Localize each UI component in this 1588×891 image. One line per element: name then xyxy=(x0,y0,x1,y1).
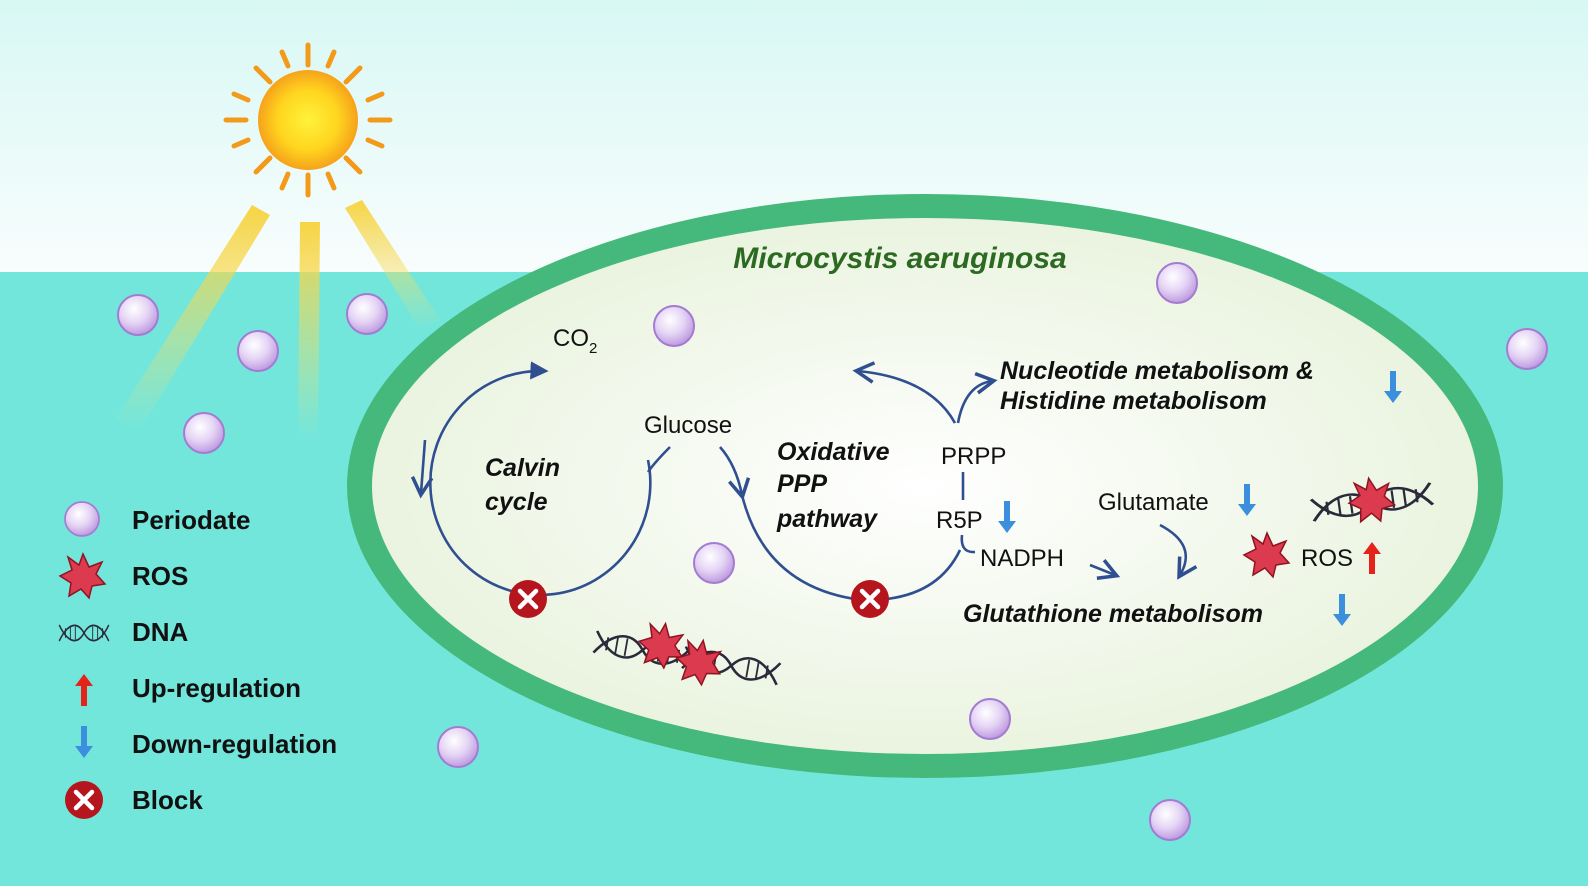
periodate-particle xyxy=(117,294,159,336)
periodate-particle xyxy=(237,330,279,372)
nucleotide-metabolism-label-line2: Histidine metabolisom xyxy=(1000,387,1267,415)
cell xyxy=(347,194,1503,778)
calvin-cycle-arrow-left xyxy=(410,439,434,499)
periodate-particle xyxy=(653,305,695,347)
periodate-particle xyxy=(1506,328,1548,370)
prpp-back-arrow xyxy=(852,361,957,424)
glutamate-label: Glutamate xyxy=(1098,489,1209,516)
periodate-particle xyxy=(346,293,388,335)
calvin-cycle-label-line2: cycle xyxy=(485,488,548,516)
glucose-to-ppp-arrow xyxy=(719,446,751,501)
glucose-to-calvin-arrow xyxy=(646,446,671,473)
cell-cytoplasm xyxy=(372,218,1478,754)
oxppp-label-line3: pathway xyxy=(776,505,878,533)
legend-periodate-icon xyxy=(64,501,100,537)
sunlight-beams xyxy=(115,200,440,440)
cell-title: Microcystis aeruginosa xyxy=(733,242,1066,275)
calvin-cycle-label-line1: Calvin xyxy=(485,454,560,482)
legend-label: Down-regulation xyxy=(132,729,337,759)
legend-label: DNA xyxy=(132,617,189,647)
ppp-block-icon xyxy=(851,580,889,618)
r5p-label: R5P xyxy=(936,507,983,534)
periodate-particle xyxy=(183,412,225,454)
oxppp-label-line1: Oxidative xyxy=(777,438,890,466)
prpp-label: PRPP xyxy=(941,443,1006,470)
nucleotide-metabolism-label-line1: Nucleotide metabolisom & xyxy=(1000,357,1314,385)
glutamate-to-glutathione-arrow xyxy=(1159,523,1198,580)
calvin-cycle-arc xyxy=(429,361,652,597)
prpp-to-nucleotide-arrow xyxy=(956,372,998,424)
periodate-particle xyxy=(1156,262,1198,304)
oxppp-label-line2: PPP xyxy=(777,470,827,498)
co2-label: CO2 xyxy=(553,325,597,357)
periodate-particle xyxy=(437,726,479,768)
legend-label: ROS xyxy=(132,561,188,591)
periodate-particle xyxy=(693,542,735,584)
legend-label: Block xyxy=(132,785,203,815)
periodate-particle xyxy=(1149,799,1191,841)
r5p-to-nadph-link xyxy=(960,534,976,554)
nadph-to-glutathione-arrow xyxy=(1089,559,1121,580)
legend-label: Periodate xyxy=(132,505,251,535)
ros-label: ROS xyxy=(1301,545,1353,572)
sun-icon xyxy=(223,42,393,198)
nadph-label: NADPH xyxy=(980,545,1064,572)
periodate-particle xyxy=(969,698,1011,740)
calvin-block-icon xyxy=(509,580,547,618)
legend-label: Up-regulation xyxy=(132,673,301,703)
calvin-cycle xyxy=(410,361,652,597)
glutathione-metabolism-label: Glutathione metabolisom xyxy=(963,600,1263,628)
glucose-label: Glucose xyxy=(644,412,732,439)
legend: Periodate ROS DNA Up-regulation Down-reg… xyxy=(58,501,337,819)
legend-block-icon xyxy=(65,781,103,819)
